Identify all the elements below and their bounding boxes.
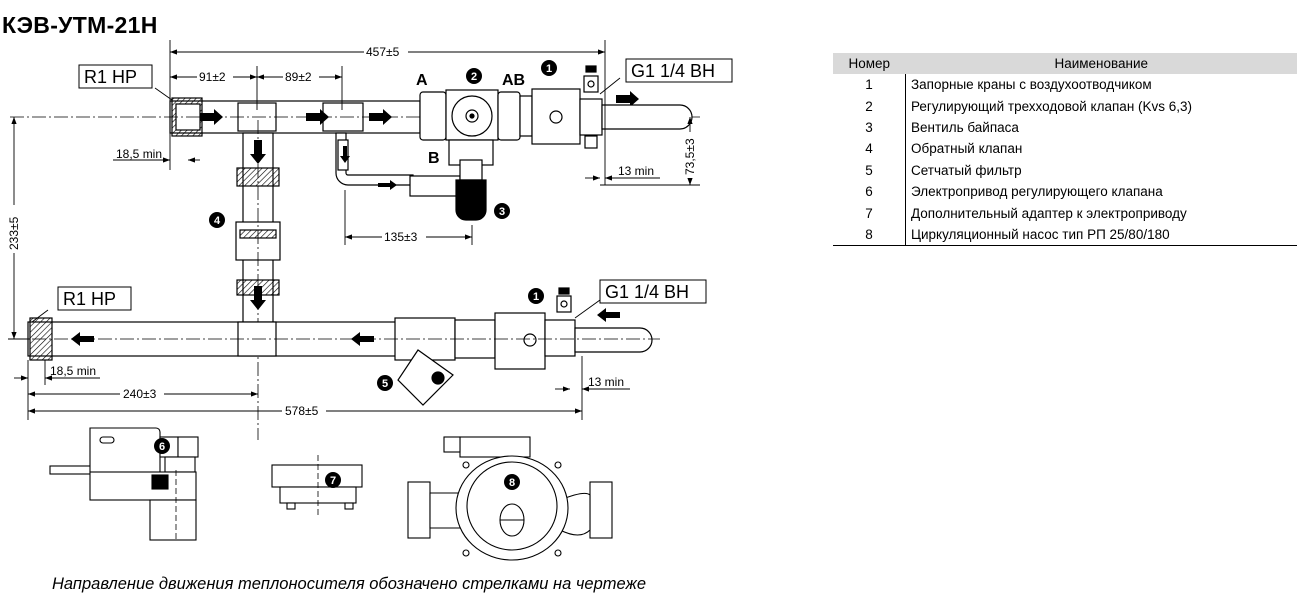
check-valve-riser xyxy=(235,120,281,440)
callout-5: 5 xyxy=(377,375,393,391)
row-name: Регулирующий трехходовой клапан (Kvs 6,3… xyxy=(911,98,1193,114)
table-row: 6 Электропривод регулирующего клапана xyxy=(833,180,1297,203)
table-header-row: Номер Наименование xyxy=(833,53,1297,74)
svg-text:8: 8 xyxy=(509,477,515,489)
header-name: Наименование xyxy=(905,53,1297,74)
actuator-drawing xyxy=(49,427,199,541)
components-table: Номер Наименование 1 Запорные краны с воз… xyxy=(833,53,1297,247)
row-number: 5 xyxy=(833,159,906,181)
row-name: Обратный клапан xyxy=(911,141,1023,157)
dimension-lines xyxy=(8,40,700,420)
dim-seg2: 89±2 xyxy=(285,70,312,84)
row-name: Вентиль байпаса xyxy=(911,119,1019,135)
label-bottom-inlet: G1 1/4 BH xyxy=(605,282,689,302)
callout-8: 8 xyxy=(504,474,520,490)
port-label-a: A xyxy=(416,72,428,89)
table-row: 7 Дополнительный адаптер к электроприводу xyxy=(833,202,1297,224)
row-name: Циркуляционный насос тип РП 25/80/180 xyxy=(905,223,1297,247)
row-name: Сетчатый фильтр xyxy=(911,162,1022,178)
table-row: 4 Обратный клапан xyxy=(833,138,1297,160)
port-label-b: B xyxy=(428,150,440,167)
port-label-ab: AB xyxy=(502,72,525,89)
three-way-valve xyxy=(419,65,693,166)
callout-1-top: 1 xyxy=(541,60,557,76)
bottom-return-pipe xyxy=(10,287,660,406)
svg-text:1: 1 xyxy=(533,291,539,303)
header-number: Номер xyxy=(833,53,906,74)
row-name: Дополнительный адаптер к электроприводу xyxy=(911,205,1187,221)
table-row: 3 Вентиль байпаса xyxy=(833,116,1297,139)
svg-text:6: 6 xyxy=(159,441,165,453)
label-top-outlet: G1 1/4 BH xyxy=(631,61,715,81)
row-number: 4 xyxy=(833,138,906,160)
dim-overall-bottom: 578±5 xyxy=(285,404,319,418)
row-name: Электропривод регулирующего клапана xyxy=(911,184,1163,200)
dim-min-top-left: 18,5 min xyxy=(116,147,162,161)
row-number: 8 xyxy=(833,223,906,247)
dim-overall-top: 457±5 xyxy=(366,45,400,59)
callout-4: 4 xyxy=(209,212,225,228)
dim-bottom-tee: 240±3 xyxy=(123,387,157,401)
dim-vertical-left: 233±5 xyxy=(7,216,21,250)
row-number: 1 xyxy=(833,74,906,96)
callout-2: 2 xyxy=(466,68,482,84)
svg-text:5: 5 xyxy=(382,378,388,390)
diagram-title: КЭВ-УТМ-21Н xyxy=(2,12,158,38)
table-row: 5 Сетчатый фильтр xyxy=(833,159,1297,181)
callout-7: 7 xyxy=(325,472,341,488)
table-row: 2 Регулирующий трехходовой клапан (Kvs 6,… xyxy=(833,95,1297,117)
callout-3: 3 xyxy=(494,203,510,219)
bypass-line xyxy=(335,132,487,221)
adapter-drawing xyxy=(271,455,363,515)
pump-drawing xyxy=(407,436,613,561)
label-top-inlet: R1 HP xyxy=(84,67,137,87)
svg-text:3: 3 xyxy=(499,206,505,218)
bypass-flow-arrows xyxy=(340,146,397,190)
table-row: 1 Запорные краны с воздухоотводчиком xyxy=(833,74,1297,96)
svg-text:2: 2 xyxy=(471,71,477,83)
top-flow-arrows xyxy=(200,91,639,125)
svg-text:4: 4 xyxy=(214,215,221,227)
row-number: 2 xyxy=(833,95,906,117)
dim-vertical-right: 73,5±3 xyxy=(683,138,697,175)
svg-text:7: 7 xyxy=(330,475,336,487)
row-number: 6 xyxy=(833,180,906,203)
dim-bypass: 135±3 xyxy=(384,230,418,244)
row-number: 7 xyxy=(833,202,906,224)
dim-seg1: 91±2 xyxy=(199,70,226,84)
bottom-flow-arrows xyxy=(71,308,620,346)
row-number: 3 xyxy=(833,116,906,139)
schematic-drawing: 457±5 91±2 89±2 18,5 min 13 min 73,5±3 2… xyxy=(7,40,733,561)
dim-min-bottom-right: 13 min xyxy=(588,375,624,389)
callout-6: 6 xyxy=(154,438,170,454)
dim-min-top-right: 13 min xyxy=(618,164,654,178)
row-name: Запорные краны с воздухоотводчиком xyxy=(911,77,1152,93)
flow-direction-note: Направление движения теплоносителя обозн… xyxy=(52,575,647,593)
riser-flow-arrows xyxy=(250,140,266,310)
callout-1-bottom: 1 xyxy=(528,288,544,304)
label-bottom-outlet: R1 HP xyxy=(63,289,116,309)
dim-min-bottom-left: 18,5 min xyxy=(50,364,96,378)
svg-text:1: 1 xyxy=(546,63,552,75)
